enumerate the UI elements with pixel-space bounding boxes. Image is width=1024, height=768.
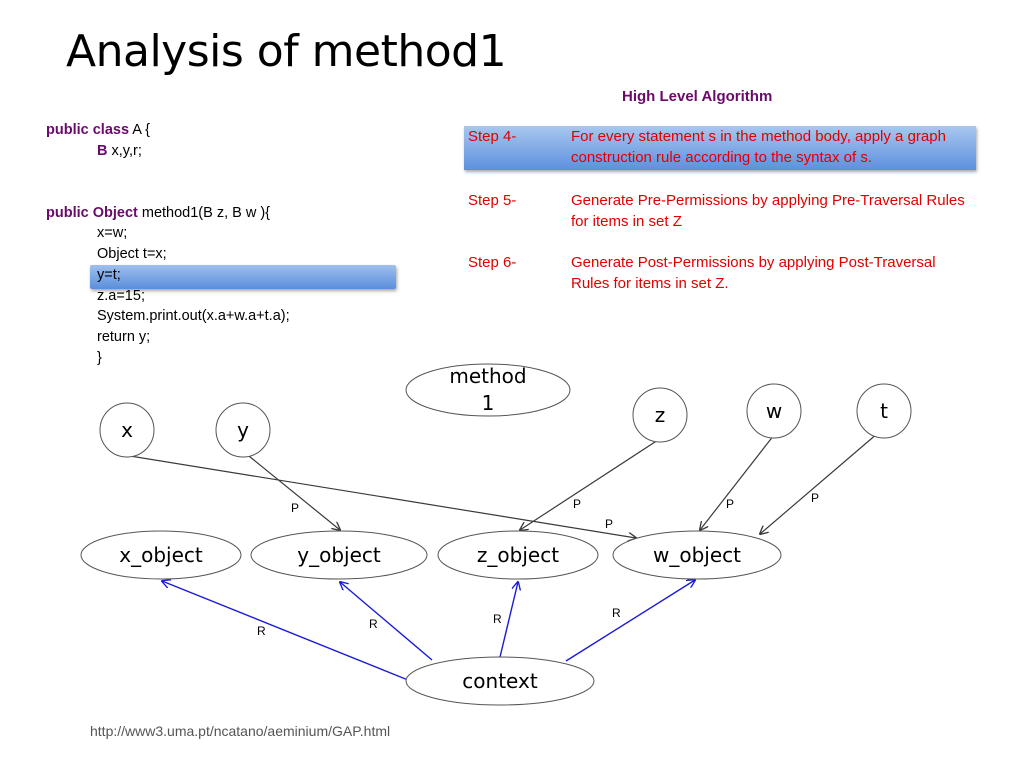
edge-context-to-x-object [162,581,409,681]
algorithm-step-5: Step 5- Generate Pre-Permissions by appl… [464,190,976,232]
class-keyword: public class [46,122,130,138]
method1-label-line1: method [449,364,526,388]
code-statement: System.print.out(x.a+w.a+t.a); [97,308,290,325]
edge-label-p: P [726,497,734,511]
step-number: Step 6- [468,254,517,271]
edge-label-r: R [257,624,266,638]
reference-edges [162,580,695,681]
node-y-label: y [237,418,249,442]
step-number: Step 5- [468,192,517,209]
node-z: z [632,387,688,443]
code-closing-brace: } [97,349,102,366]
node-w: w [746,383,802,439]
edge-context-to-z-object [499,582,518,658]
method-keyword: public Object [46,204,138,221]
edge-z-to-z-object [520,439,659,530]
field-names: x,y,r; [107,142,142,159]
node-y: y [215,402,271,458]
code-statement: x=w; [97,225,128,242]
z-object-label: z_object [477,543,559,567]
code-listing: public class A { B x,y,r; public Object … [46,120,290,368]
edge-t-to-w-object [760,432,879,534]
permission-edges [123,432,879,538]
w-object-label: w_object [653,543,741,567]
edge-y-to-y-object [243,451,340,530]
node-t-label: t [880,399,888,423]
edge-x-to-w-object [123,454,636,538]
node-t: t [856,383,912,439]
algorithm-step-6: Step 6- Generate Post-Permissions by app… [464,252,976,294]
node-w-label: w [766,399,782,423]
edge-label-r: R [612,606,621,620]
edge-label-p: P [291,501,299,515]
method-params: method1(B z, B w ){ [137,204,271,221]
code-statement: z.a=15; [97,287,145,304]
code-statement: Object t=x; [97,246,167,263]
edge-label-p: P [811,491,819,505]
node-z-label: z [655,403,666,427]
step-text: Generate Pre-Permissions by applying Pre… [571,192,965,230]
field-type: B [97,142,108,159]
class-declaration: public class A { [46,120,290,141]
edge-context-to-y-object [340,582,433,661]
node-z-object: z_object [437,530,599,580]
node-y-object: y_object [250,530,428,580]
step-text: Generate Post-Permissions by applying Po… [571,254,936,292]
code-line-highlight [90,265,396,289]
algorithm-heading: High Level Algorithm [622,88,773,105]
node-x-label: x [121,418,133,442]
node-context: context [405,656,595,706]
node-x-object: x_object [80,530,242,580]
algorithm-step-4: Step 4- For every statement s in the met… [464,126,976,170]
edge-context-to-w-object [565,580,695,662]
method1-label-line2: 1 [482,391,495,415]
x-object-label: x_object [119,543,203,567]
method-signature: public Object method1(B z, B w ){ [46,203,290,224]
node-x: x [99,402,155,458]
edge-w-to-w-object [700,434,775,530]
edge-label-r: R [493,612,502,626]
step-text: For every statement s in the method body… [571,128,946,166]
class-name: A { [129,122,150,138]
y-object-label: y_object [297,543,381,567]
edge-label-r: R [369,617,378,631]
edge-label-p: P [605,517,613,531]
code-statement: return y; [97,328,151,345]
code-statement-highlighted: y=t; [97,266,121,283]
node-method1: method 1 [405,363,571,417]
step-number: Step 4- [468,128,517,145]
algorithm-steps: Step 4- For every statement s in the met… [464,126,976,314]
source-url: http://www3.uma.pt/ncatano/aeminium/GAP.… [90,723,391,739]
field-declaration: B x,y,r; [46,141,290,162]
slide-title: Analysis of method1 [66,26,507,77]
node-w-object: w_object [612,530,782,580]
context-label: context [462,669,538,693]
edge-label-p: P [573,497,581,511]
